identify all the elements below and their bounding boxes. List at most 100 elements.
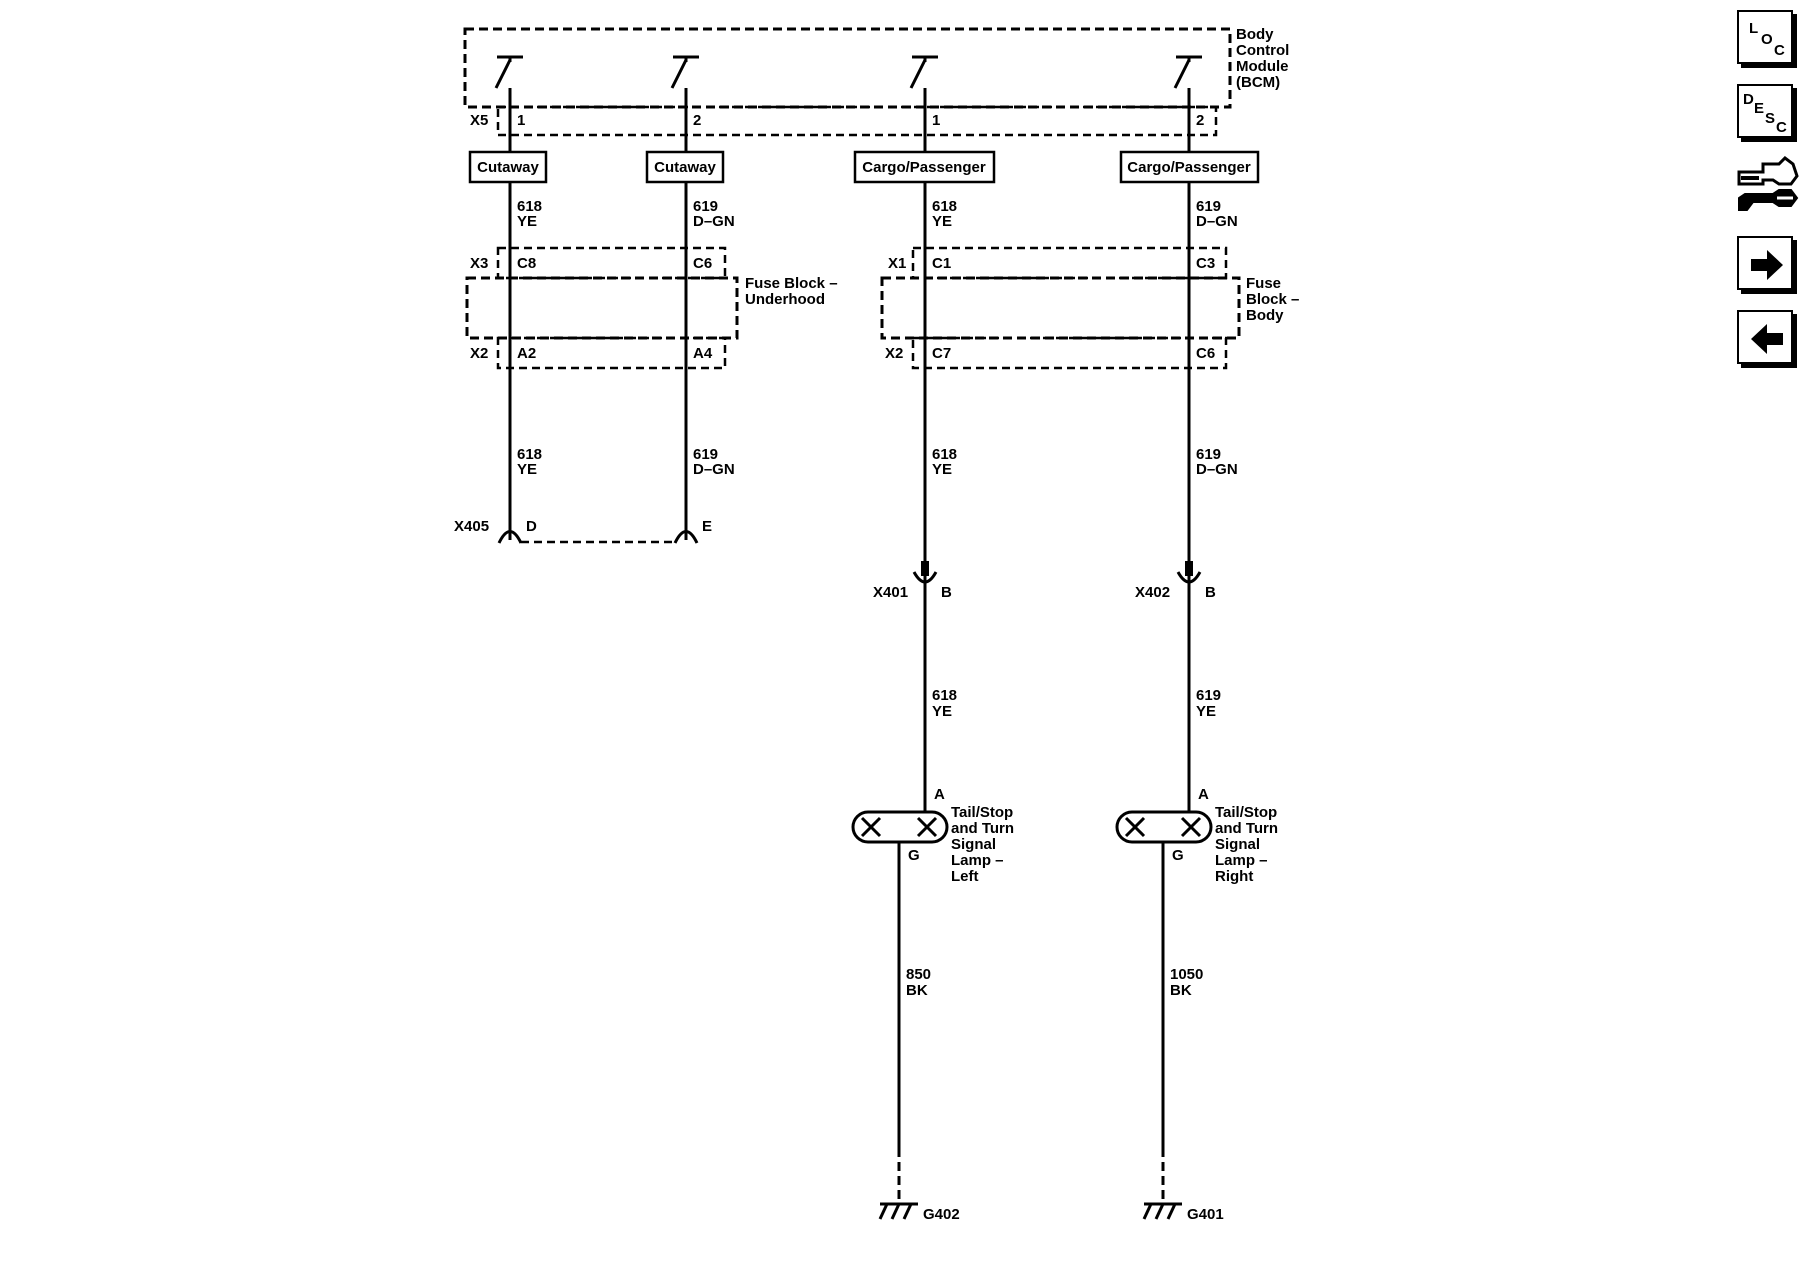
connector-x2-body-label: X2 bbox=[885, 345, 903, 362]
option-label-cutaway-2: Cutaway bbox=[654, 159, 716, 176]
wire-color-dgn-4: D–GN bbox=[1196, 461, 1238, 478]
pin-g-left: G bbox=[908, 847, 920, 864]
ground-g402-label: G402 bbox=[923, 1206, 960, 1223]
pin-b-x402: B bbox=[1205, 584, 1216, 601]
lamp-right-label-1: Tail/Stop bbox=[1215, 804, 1277, 821]
wire-label-619-3: 619 bbox=[693, 446, 718, 463]
desc-letter-d: D bbox=[1743, 91, 1754, 108]
pin-g-right: G bbox=[1172, 847, 1184, 864]
wire-label-618-4: 618 bbox=[932, 446, 957, 463]
lamp-right-label-4: Lamp – bbox=[1215, 852, 1268, 869]
previous-page-button[interactable] bbox=[1737, 310, 1793, 364]
connector-x405-label: X405 bbox=[454, 518, 489, 535]
wire-label-618-3: 618 bbox=[517, 446, 542, 463]
bcm-switch-1 bbox=[494, 55, 523, 89]
bcm-connector-x5-outline bbox=[496, 105, 1218, 137]
ground-g401-label: G401 bbox=[1187, 1206, 1224, 1223]
fuse-underhood-outline bbox=[465, 276, 739, 340]
connector-x401-label: X401 bbox=[873, 584, 908, 601]
wire-color-dgn-1: D–GN bbox=[693, 213, 735, 230]
bcm-pin-1-cutaway: 1 bbox=[517, 112, 525, 129]
wire-color-ye-1: YE bbox=[517, 213, 537, 230]
connector-x3-label: X3 bbox=[470, 255, 488, 272]
lamp-right-label-3: Signal bbox=[1215, 836, 1260, 853]
pin-c6: C6 bbox=[693, 255, 712, 272]
bcm-label-line3: Module bbox=[1236, 58, 1289, 75]
right-arrow-icon bbox=[1751, 250, 1783, 280]
bcm-pin-2-cutaway: 2 bbox=[693, 112, 701, 129]
loc-letter-c: C bbox=[1774, 42, 1785, 59]
connector-x405-pin-d bbox=[497, 530, 523, 544]
bcm-label-line2: Control bbox=[1236, 42, 1289, 59]
option-box-cutaway-2 bbox=[645, 150, 725, 184]
option-box-cutaway-1 bbox=[468, 150, 548, 184]
bcm-label-line4: (BCM) bbox=[1236, 74, 1280, 91]
option-label-cargo-1: Cargo/Passenger bbox=[862, 159, 986, 176]
option-box-cargo-2 bbox=[1119, 150, 1260, 184]
wire-color-bk-2: BK bbox=[1170, 982, 1192, 999]
lamp-right-label-2: and Turn bbox=[1215, 820, 1278, 837]
description-button[interactable]: D E S C bbox=[1737, 84, 1793, 138]
bcm-pin-1-cargo: 1 bbox=[932, 112, 940, 129]
wire-color-ye-4: YE bbox=[932, 461, 952, 478]
pin-c7: C7 bbox=[932, 345, 951, 362]
lamp-left-label-5: Left bbox=[951, 868, 979, 885]
wire-label-618-2: 618 bbox=[932, 198, 957, 215]
connector-x401 bbox=[912, 561, 938, 584]
bcm-switch-2 bbox=[670, 55, 699, 89]
connector-x402 bbox=[1176, 561, 1202, 584]
wire-color-dgn-3: D–GN bbox=[693, 461, 735, 478]
lamp-left-label-4: Lamp – bbox=[951, 852, 1004, 869]
next-page-button[interactable] bbox=[1737, 236, 1793, 290]
fuse-underhood-label-2: Underhood bbox=[745, 291, 825, 308]
pin-d: D bbox=[526, 518, 537, 535]
bcm-switch-4 bbox=[1173, 55, 1202, 89]
wire-color-ye-2: YE bbox=[932, 213, 952, 230]
lamp-right-label-5: Right bbox=[1215, 868, 1253, 885]
lamp-left-label-3: Signal bbox=[951, 836, 996, 853]
connector-tools-icon bbox=[1737, 156, 1799, 211]
wire-label-618-5: 618 bbox=[932, 687, 957, 704]
connector-x405-pin-e bbox=[673, 530, 699, 544]
loc-letter-o: O bbox=[1761, 31, 1773, 48]
pin-a-right: A bbox=[1198, 786, 1209, 803]
wire-label-619-2: 619 bbox=[1196, 198, 1221, 215]
option-label-cargo-2: Cargo/Passenger bbox=[1127, 159, 1251, 176]
fuse-body-x2-outline bbox=[911, 336, 1228, 370]
pin-a2: A2 bbox=[517, 345, 536, 362]
bcm-pin-2-cargo: 2 bbox=[1196, 112, 1204, 129]
connector-x1-label: X1 bbox=[888, 255, 906, 272]
pin-c6-body: C6 bbox=[1196, 345, 1215, 362]
bcm-outline bbox=[463, 27, 1232, 109]
location-button[interactable]: L O C bbox=[1737, 10, 1793, 64]
wire-label-619-4: 619 bbox=[1196, 446, 1221, 463]
fuse-body-label-3: Body bbox=[1246, 307, 1284, 324]
option-box-cargo-1 bbox=[853, 150, 996, 184]
bcm-switch-3 bbox=[909, 55, 938, 89]
wire-label-619-1: 619 bbox=[693, 198, 718, 215]
lamp-left-icon bbox=[851, 810, 949, 844]
wire-label-850: 850 bbox=[906, 966, 931, 983]
desc-letter-c: C bbox=[1776, 119, 1787, 136]
wire-label-619-5: 619 bbox=[1196, 687, 1221, 704]
pin-a4: A4 bbox=[693, 345, 713, 362]
option-label-cutaway-1: Cutaway bbox=[477, 159, 539, 176]
loc-letter-l: L bbox=[1749, 20, 1758, 37]
wire-label-1050: 1050 bbox=[1170, 966, 1203, 983]
wire-color-ye-6: YE bbox=[1196, 703, 1216, 720]
wire-color-dgn-2: D–GN bbox=[1196, 213, 1238, 230]
ground-g401-icon bbox=[1142, 1202, 1182, 1220]
fuse-body-x1-outline bbox=[911, 246, 1228, 280]
fuse-underhood-x2-outline bbox=[496, 336, 727, 370]
lamp-left-label-2: and Turn bbox=[951, 820, 1014, 837]
connector-tools-button[interactable] bbox=[1733, 154, 1799, 218]
fuse-body-label-2: Block – bbox=[1246, 291, 1299, 308]
pin-c3: C3 bbox=[1196, 255, 1215, 272]
pin-c8: C8 bbox=[517, 255, 536, 272]
left-arrow-icon bbox=[1751, 324, 1783, 354]
wire-color-bk-1: BK bbox=[906, 982, 928, 999]
fuse-body-label-1: Fuse bbox=[1246, 275, 1281, 292]
bcm-label-line1: Body bbox=[1236, 26, 1274, 43]
connector-x5-label: X5 bbox=[470, 112, 488, 129]
